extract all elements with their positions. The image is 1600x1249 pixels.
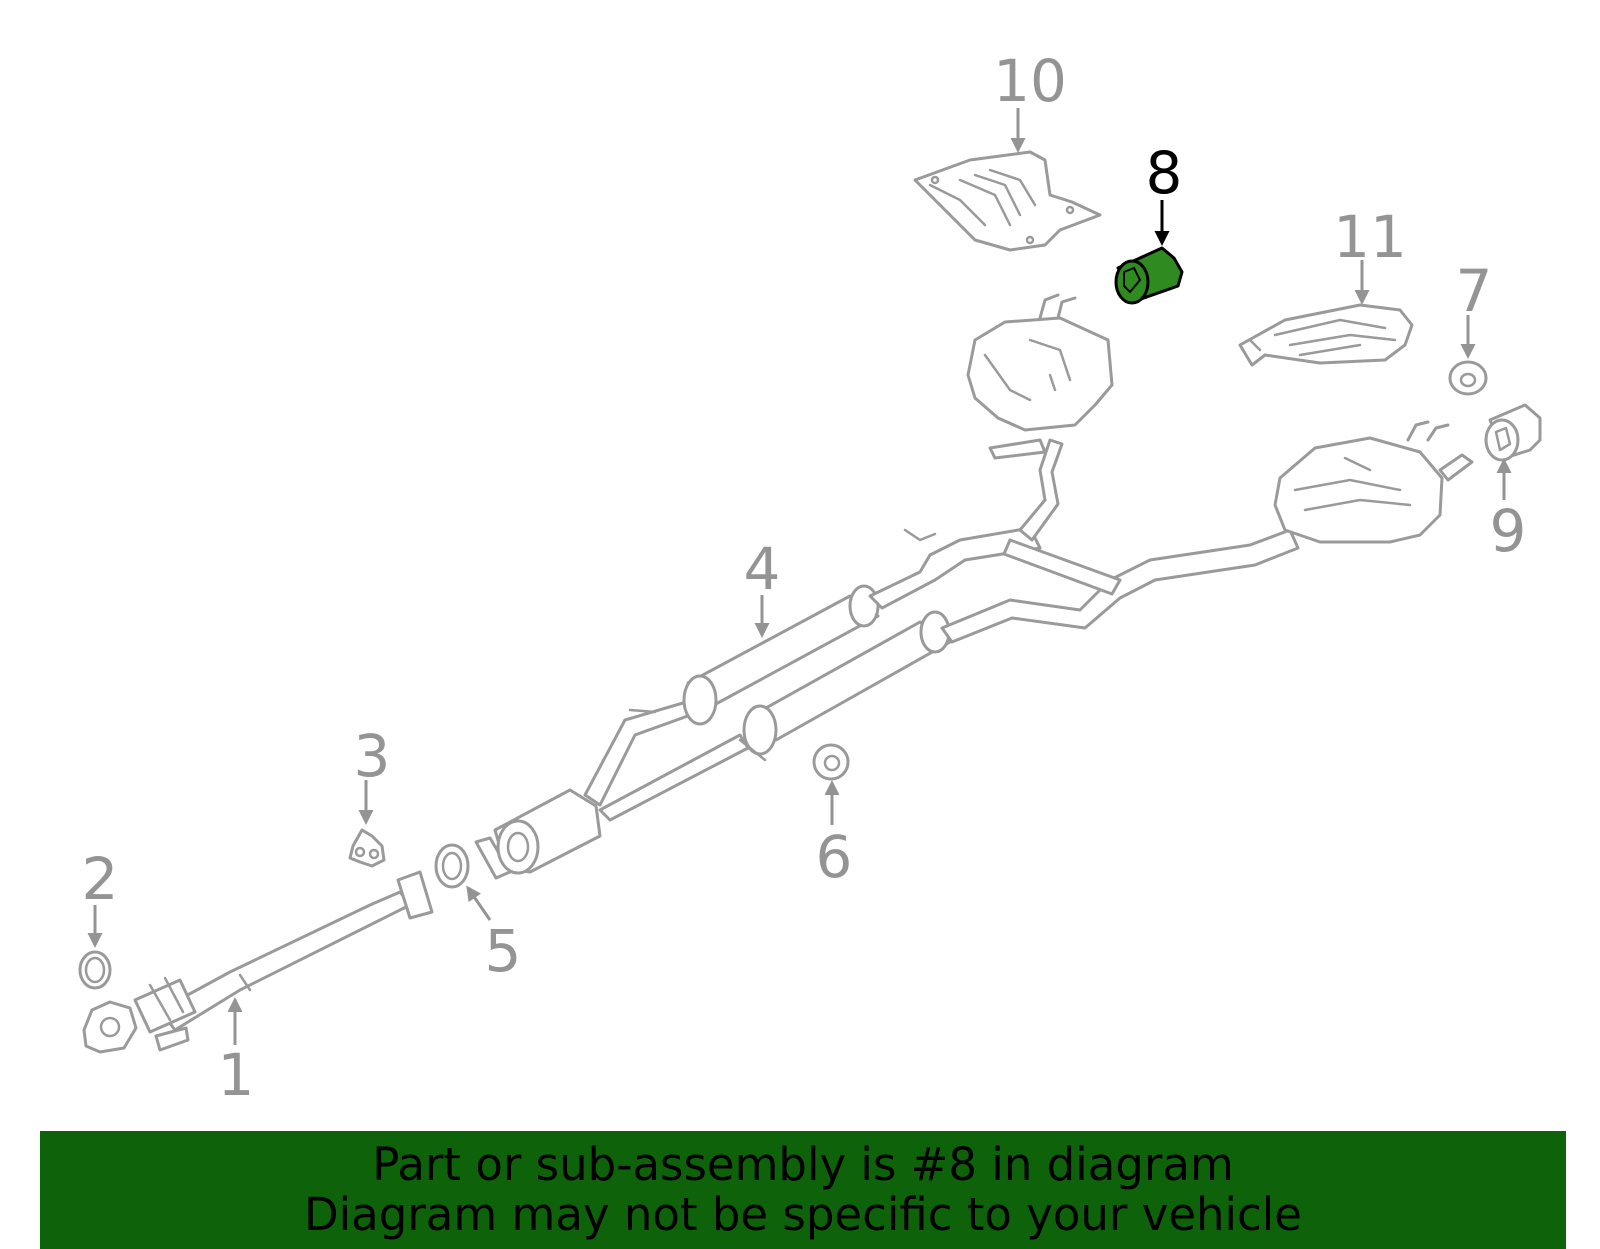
banner-line-disclaimer: Diagram may not be specific to your vehi… xyxy=(304,1188,1302,1241)
gasket-part-5 xyxy=(434,843,470,889)
gasket-part-2 xyxy=(78,950,112,990)
exhaust-tip-part-8 xyxy=(1114,246,1184,305)
callout-3: 3 xyxy=(353,722,391,790)
heat-shield-part-11 xyxy=(1238,303,1414,367)
rear-muffler-left xyxy=(966,293,1114,460)
callout-10: 10 xyxy=(993,47,1067,115)
catalytic-converter xyxy=(474,788,602,880)
banner-line-part: Part or sub-assembly is #8 in diagram xyxy=(372,1138,1234,1191)
hanger-part-6 xyxy=(812,743,850,781)
callout-9: 9 xyxy=(1489,497,1527,565)
callout-arrows xyxy=(87,108,1512,1045)
exhaust-tip-part-9 xyxy=(1484,403,1542,462)
info-banner: Part or sub-assembly is #8 in diagram Di… xyxy=(40,1131,1566,1249)
callout-5: 5 xyxy=(484,917,522,985)
rear-muffler-right xyxy=(1273,420,1474,544)
callout-4: 4 xyxy=(743,535,781,603)
callout-7: 7 xyxy=(1455,257,1493,325)
callout-8: 8 xyxy=(1145,139,1183,207)
callout-1: 1 xyxy=(217,1041,255,1109)
hanger-part-7 xyxy=(1448,360,1488,396)
front-pipe-part-1 xyxy=(82,870,434,1054)
intermediate-pipe-part-4 xyxy=(583,438,1300,822)
callout-11: 11 xyxy=(1333,203,1407,271)
callout-6: 6 xyxy=(815,823,853,891)
callout-2: 2 xyxy=(81,845,119,913)
bracket-part-3 xyxy=(348,828,386,868)
heat-shield-part-10 xyxy=(913,150,1102,252)
